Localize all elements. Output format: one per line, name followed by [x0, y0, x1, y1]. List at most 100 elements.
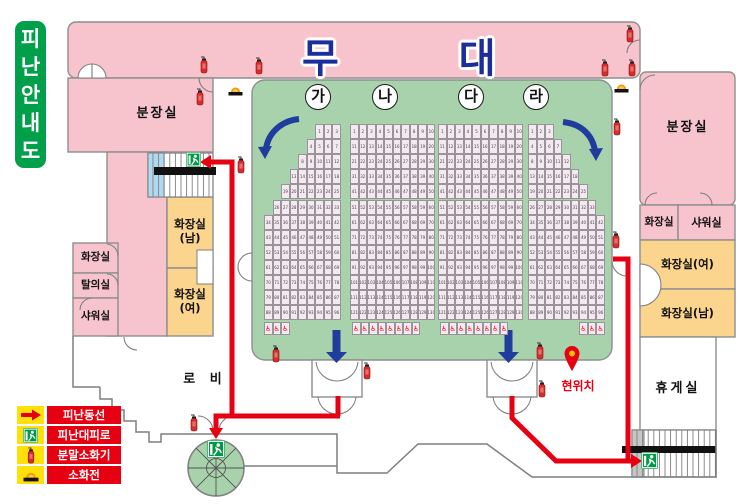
- seat: 16: [553, 169, 563, 185]
- seat: 57: [306, 244, 316, 260]
- seat: 43: [528, 229, 537, 245]
- seat: 56: [298, 244, 307, 260]
- seat: 7: [401, 124, 410, 140]
- wheelchair-seat: ♿: [272, 322, 282, 335]
- seat: 56: [562, 244, 571, 260]
- seat: 110: [426, 275, 436, 291]
- seat: 66: [570, 259, 580, 275]
- seat: 63: [455, 214, 464, 230]
- seat: 79: [506, 229, 515, 245]
- seat: 83: [298, 290, 307, 306]
- fire-extinguisher-icon: [625, 25, 635, 43]
- seat: 98: [497, 259, 507, 275]
- seat: 63: [367, 214, 376, 230]
- seat: 10: [545, 154, 554, 170]
- seat: 39: [570, 214, 580, 230]
- seat: 61: [264, 259, 273, 275]
- seat: 77: [489, 229, 498, 245]
- seat: 68: [497, 214, 507, 230]
- seat: 82: [553, 290, 563, 306]
- seat: 57: [570, 244, 580, 260]
- seat: 38: [298, 214, 307, 230]
- seat: 39: [306, 214, 316, 230]
- seat: 33: [332, 199, 341, 215]
- seat: 108: [409, 275, 419, 291]
- seat: 71: [350, 229, 359, 245]
- seat: 20: [426, 139, 436, 155]
- seat: 81: [281, 290, 290, 306]
- seat: 20: [514, 139, 524, 155]
- seat: 68: [587, 259, 597, 275]
- label-shower-right: 샤워실: [691, 216, 722, 229]
- seat: 25: [472, 154, 481, 170]
- seat: 91: [438, 259, 447, 275]
- seat: 19: [418, 139, 427, 155]
- seat: 23: [562, 184, 571, 200]
- legend-label: 분말소화기: [47, 446, 121, 464]
- wheelchair-seat: ♿: [377, 322, 387, 335]
- seat: 21: [350, 154, 359, 170]
- seat: 51: [438, 199, 447, 215]
- seat: 64: [553, 259, 563, 275]
- label-toilet-small: 화장실: [81, 251, 110, 263]
- seat: 43: [264, 229, 273, 245]
- seat: 79: [264, 290, 273, 306]
- seat: 64: [375, 214, 385, 230]
- wheelchair-seat: ♿: [457, 322, 466, 335]
- seat: 99: [506, 259, 515, 275]
- seat: 53: [455, 199, 464, 215]
- seat: 93: [455, 259, 464, 275]
- map-title: 피난안내도: [15, 21, 46, 168]
- seat: 121: [438, 305, 447, 321]
- label-toilet-m-left: 화장실 (남): [174, 217, 206, 246]
- seat: 1: [438, 124, 447, 140]
- seat: 34: [528, 214, 537, 230]
- seat: 59: [323, 244, 333, 260]
- seat: 69: [418, 214, 427, 230]
- seat: 103: [367, 275, 376, 291]
- seat: 41: [323, 214, 333, 230]
- seat: 85: [472, 244, 481, 260]
- label-rest-area: 휴게실: [655, 381, 701, 396]
- seat: 4: [375, 124, 385, 140]
- seat: 89: [536, 305, 546, 321]
- seat: 94: [579, 305, 588, 321]
- seat: 74: [463, 229, 473, 245]
- seat: 6: [323, 139, 333, 155]
- seat: 51: [596, 229, 605, 245]
- seat: 73: [289, 275, 299, 291]
- seat: 22: [553, 184, 563, 200]
- seat: 117: [401, 290, 410, 306]
- seat: 123: [455, 305, 464, 321]
- seat: 14: [375, 139, 385, 155]
- seat: 109: [506, 275, 515, 291]
- exit-sign-icon: [207, 440, 225, 458]
- seat: 33: [455, 169, 464, 185]
- seat: 8: [298, 154, 307, 170]
- seat: 55: [553, 244, 563, 260]
- seat: 105: [384, 275, 393, 291]
- seat: 128: [497, 305, 507, 321]
- seat: 15: [384, 139, 393, 155]
- seat: 85: [579, 290, 588, 306]
- seat: 37: [489, 169, 498, 185]
- seat: 69: [332, 259, 341, 275]
- seat: 13: [367, 139, 376, 155]
- seat: 40: [426, 169, 436, 185]
- seat: 71: [272, 275, 282, 291]
- seat: 58: [409, 199, 419, 215]
- seat: 23: [315, 184, 324, 200]
- section-label-1: 가: [305, 84, 331, 110]
- fire-extinguisher-icon: [271, 345, 281, 363]
- seat: 46: [553, 229, 563, 245]
- exit-sign-icon: [641, 452, 658, 469]
- fire-extinguisher-icon: [362, 362, 372, 380]
- seat: 57: [489, 199, 498, 215]
- legend: 피난동선 피난대피로 분말소화기 소화전: [17, 406, 121, 486]
- seat: 52: [528, 244, 537, 260]
- seat: 95: [587, 305, 597, 321]
- seat: 70: [264, 275, 273, 291]
- seat: 108: [497, 275, 507, 291]
- seat: 46: [392, 184, 402, 200]
- seat: 74: [562, 275, 571, 291]
